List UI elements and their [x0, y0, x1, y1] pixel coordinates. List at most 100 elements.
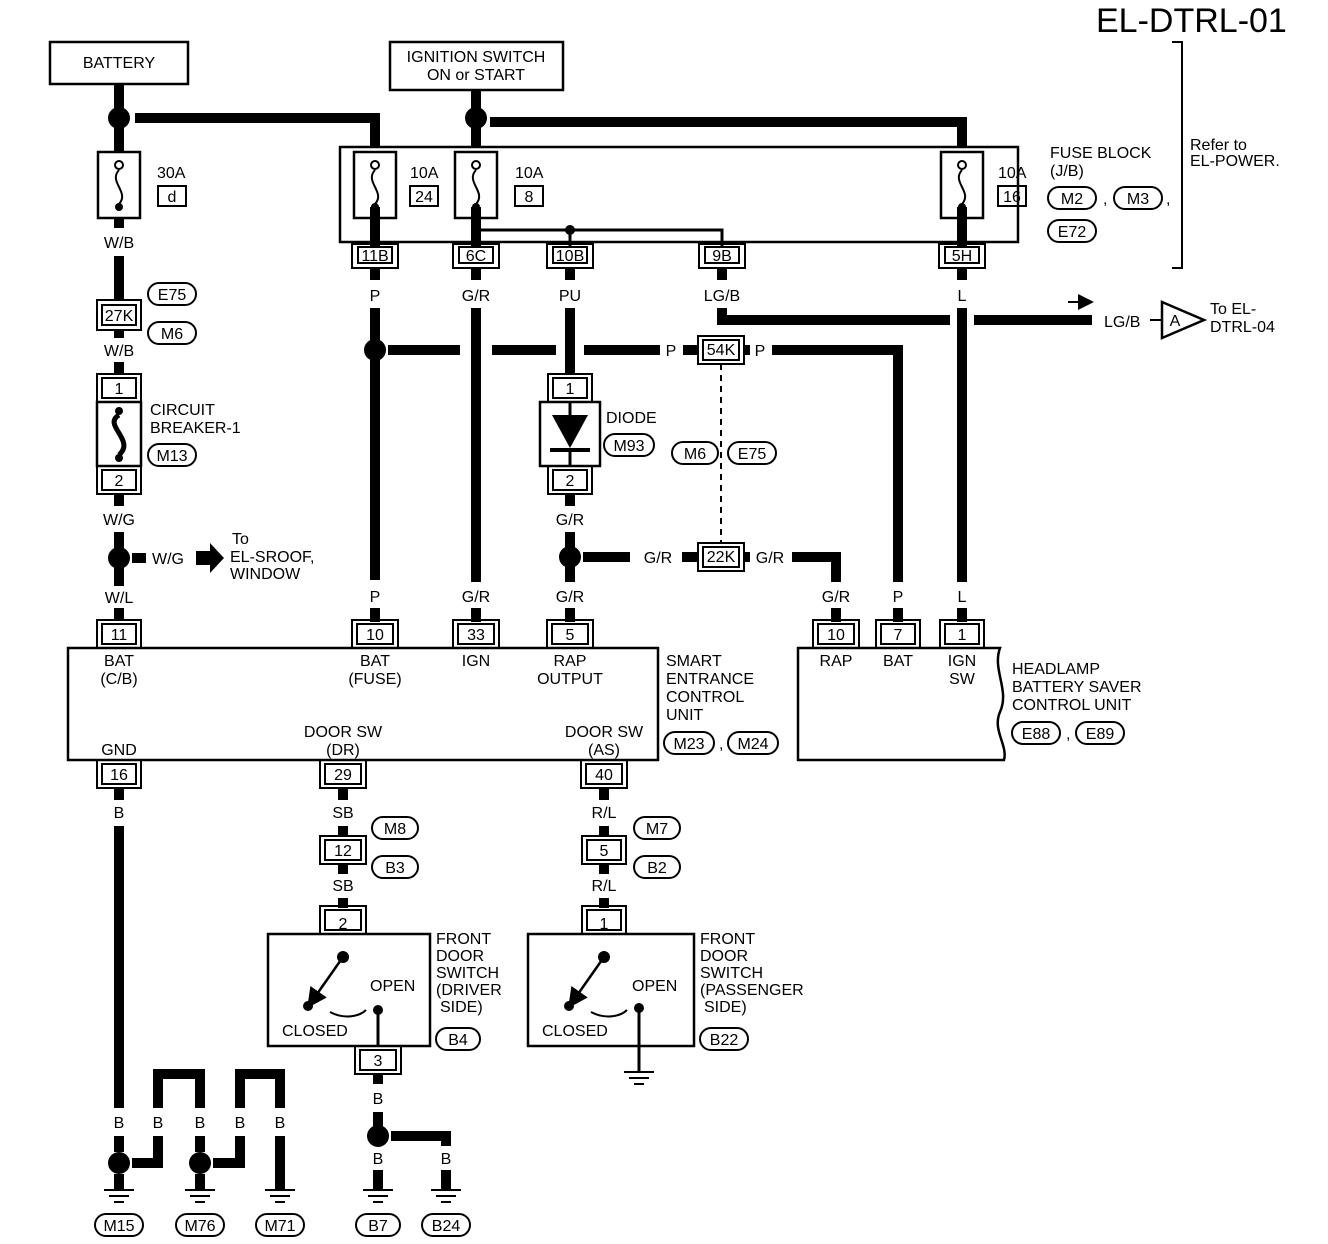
fusible-link-id-box [157, 185, 187, 207]
cb-pin-2: 2 [115, 473, 124, 490]
terminal-10b: 10B [546, 243, 594, 269]
secu-doorsw-as-2: (AS) [588, 742, 620, 759]
splice-gnd-dr [367, 1125, 389, 1147]
sroof-line2: EL-SROOF, [230, 549, 314, 566]
terminal-6c: 6C [452, 243, 500, 269]
fuse-block-conn-m2: M2 [1061, 191, 1083, 208]
wire-color-p-4: P [893, 589, 904, 606]
separator: , [1166, 191, 1170, 208]
fuse-block-conn-m3: M3 [1127, 191, 1149, 208]
door-dr-pin-2-label: 2 [339, 916, 348, 933]
secu-pin-29-label: 29 [334, 767, 352, 784]
headlamp-battery-saver-unit [796, 646, 1006, 762]
separator: , [1066, 726, 1070, 743]
door-dr-label-4: (DRIVER [436, 982, 502, 999]
secu-label-2: ENTRANCE [666, 671, 754, 688]
wire-lgb-h1 [717, 308, 950, 325]
ground-m76: M76 [175, 1189, 225, 1237]
conn-e75-27k: E75 [158, 287, 187, 304]
hl-conn-e88: E88 [1022, 726, 1051, 743]
door-dr-pin-2: 2 [319, 905, 367, 935]
terminal-11b-label: 11B [361, 248, 388, 265]
inline-as-pin: 5 [600, 843, 609, 860]
secu-pin-10: 10 [351, 619, 399, 649]
conn-oval [633, 855, 681, 879]
to-dtrl04-line1: To EL- [1210, 301, 1256, 318]
inline-as-connector: 5 [581, 835, 627, 865]
wire-color-gr-1: G/R [462, 288, 490, 305]
fuse-contact [115, 203, 123, 211]
fuse-element [114, 169, 124, 205]
switch-arc [329, 1009, 367, 1018]
secu-doorsw-dr-2: (DR) [326, 742, 360, 759]
conn-m6-27k: M6 [161, 326, 183, 343]
fuse-contact [114, 160, 124, 170]
fuse-16-num: 16 [1003, 189, 1021, 206]
fuse-block-conn-e72: E72 [1058, 224, 1087, 241]
splice-gnd-m15 [108, 1152, 130, 1174]
door-dr-open: OPEN [370, 978, 415, 995]
diode-label: DIODE [606, 410, 657, 427]
ground-b24-label: B24 [432, 1218, 461, 1235]
wire-color-l-1: L [958, 288, 967, 305]
wire-color-p-3: P [755, 343, 766, 360]
wire-color-wl: W/L [105, 590, 134, 607]
hl-rap: RAP [820, 653, 853, 670]
wire-color-b-8: B [373, 1151, 384, 1168]
diode: 1 2 [538, 373, 602, 495]
door-as-pin-1: 1 [581, 905, 627, 935]
fuse-contact [957, 160, 967, 170]
inline-dr-m8: M8 [384, 821, 406, 838]
diode-pin-1: 1 [566, 381, 575, 398]
conn-oval [603, 433, 655, 457]
fuse-8-num-box [514, 185, 544, 207]
secu-pin-29: 29 [319, 759, 367, 789]
secu-doorsw-dr-1: DOOR SW [304, 724, 383, 741]
secu-label-4: UNIT [666, 707, 704, 724]
wire-color-p-5: P [370, 589, 381, 606]
fuse-16-num-box [997, 185, 1027, 207]
fuse-element [957, 169, 967, 205]
ignition-label-line2: ON or START [427, 67, 525, 84]
diode-conn-m93: M93 [613, 438, 644, 455]
joint-54k: 54K [697, 335, 745, 365]
door-dr-label-5: SIDE) [440, 999, 483, 1016]
diode-pin-2: 2 [566, 473, 575, 490]
fuse-8-num: 8 [525, 189, 534, 206]
conn-oval [1047, 186, 1097, 210]
secu-pin-5: 5 [546, 619, 594, 649]
door-dr-pin-3: 3 [354, 1045, 402, 1075]
terminal-5h: 5H [938, 243, 986, 269]
separator: , [719, 736, 723, 753]
secu-pin-10-label: 10 [366, 627, 384, 644]
conn-oval [1113, 186, 1163, 210]
door-as-open: OPEN [632, 978, 677, 995]
splice-gnd-m76 [189, 1152, 211, 1174]
wire-color-b-7: B [373, 1091, 384, 1108]
door-as-label-5: SIDE) [704, 999, 747, 1016]
hl-conn-e89: E89 [1086, 726, 1115, 743]
conn-oval [371, 855, 419, 879]
conn-oval [633, 816, 681, 840]
wire-color-wb-1: W/B [104, 235, 134, 252]
smart-entrance-control-unit [66, 646, 660, 762]
terminal-11b: 11B [351, 243, 399, 269]
cb-label-line2: BREAKER-1 [150, 420, 241, 437]
secu-pin-40: 40 [580, 759, 628, 789]
circuit-breaker-1: 1 2 [95, 373, 143, 495]
ground-m76-label: M76 [184, 1218, 215, 1235]
conn-oval [699, 1027, 749, 1051]
separator: , [1103, 191, 1107, 208]
inline-as-m7: M7 [646, 821, 668, 838]
connector-symbol-a [1160, 300, 1208, 340]
ground-b7-label: B7 [368, 1218, 388, 1235]
secu-pin-11-label: 11 [111, 627, 128, 644]
wire-b-m15-link [132, 1136, 163, 1168]
joint-22k-label: 22K [707, 549, 736, 566]
wire-color-gr-4: G/R [644, 550, 672, 567]
ground-m71: M71 [255, 1189, 305, 1237]
wire-p-to-headlamp [772, 345, 903, 582]
joint-27k: 27K [96, 299, 142, 331]
secu-bat-fuse-1: BAT [360, 653, 390, 670]
fusible-link-id: d [168, 189, 177, 206]
